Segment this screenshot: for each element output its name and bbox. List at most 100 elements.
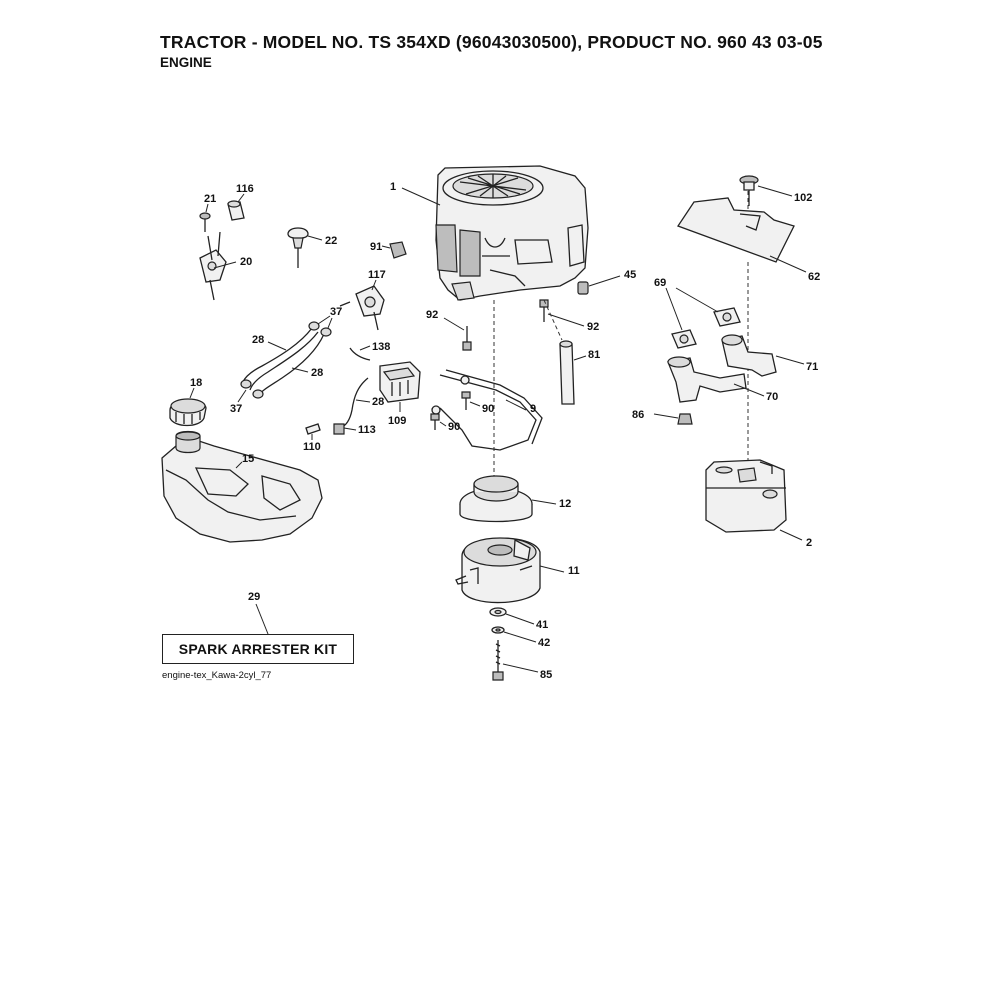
file-reference: engine-tex_Kawa-2cyl_77 — [162, 670, 272, 681]
part-number-20[interactable]: 20 — [240, 256, 252, 268]
part-number-41[interactable]: 41 — [536, 619, 548, 631]
leader-line — [401, 187, 441, 206]
part-number-28-lower[interactable]: 28 — [311, 367, 323, 379]
part-number-116[interactable]: 116 — [236, 183, 254, 195]
leader-line — [665, 287, 719, 331]
bolt-part[interactable] — [539, 299, 549, 322]
leader-line — [769, 255, 807, 273]
leader-line — [237, 389, 247, 403]
leader-line — [653, 413, 679, 419]
exhaust-pipe-part[interactable] — [667, 356, 747, 403]
part-number-45[interactable]: 45 — [624, 269, 636, 281]
part-number-18[interactable]: 18 — [190, 377, 202, 389]
leader-line — [359, 345, 371, 351]
part-number-9[interactable]: 9 — [530, 403, 536, 415]
bolt-part[interactable] — [462, 326, 472, 351]
exhaust-pipe-part[interactable] — [721, 334, 777, 377]
heat-shield-part[interactable] — [677, 197, 795, 263]
part-number-92-right[interactable]: 92 — [587, 321, 599, 333]
part-number-117[interactable]: 117 — [368, 269, 386, 281]
fuel-hose-part[interactable] — [339, 377, 369, 429]
part-number-28-upper[interactable]: 28 — [252, 334, 264, 346]
part-number-90-lower[interactable]: 90 — [448, 421, 460, 433]
fuel-valve-part[interactable] — [339, 285, 385, 331]
screw-part[interactable] — [739, 175, 759, 206]
part-number-91[interactable]: 91 — [370, 241, 382, 253]
part-number-28-pump[interactable]: 28 — [372, 396, 384, 408]
clutch-part[interactable] — [455, 537, 541, 604]
leader-line — [757, 185, 793, 197]
part-number-21[interactable]: 21 — [204, 193, 216, 205]
part-number-1[interactable]: 1 — [390, 181, 396, 193]
part-number-110[interactable]: 110 — [303, 441, 321, 453]
bolt-part[interactable] — [430, 413, 440, 430]
leader-line — [779, 529, 803, 541]
leader-line — [505, 399, 527, 411]
part-number-90-upper[interactable]: 90 — [482, 403, 494, 415]
knob-part[interactable] — [227, 200, 245, 221]
part-number-2[interactable]: 2 — [806, 537, 812, 549]
leader-line — [237, 193, 245, 203]
part-number-86[interactable]: 86 — [632, 409, 644, 421]
pulley-part[interactable] — [459, 475, 533, 523]
part-number-11[interactable]: 11 — [568, 565, 580, 577]
bracket-part[interactable] — [431, 369, 543, 451]
part-number-70[interactable]: 70 — [766, 391, 778, 403]
hose-clamp-part[interactable] — [240, 321, 332, 399]
part-number-102[interactable]: 102 — [794, 192, 812, 204]
part-number-37-upper[interactable]: 37 — [330, 306, 342, 318]
muffler-part[interactable] — [705, 459, 787, 533]
part-number-62[interactable]: 62 — [808, 271, 820, 283]
bolt-part[interactable] — [461, 391, 471, 410]
fuel-hose-part[interactable] — [349, 347, 371, 361]
leader-line — [291, 367, 309, 373]
leader-line — [443, 317, 465, 331]
washer-part[interactable] — [491, 626, 505, 634]
part-number-42[interactable]: 42 — [538, 637, 550, 649]
leader-line — [205, 203, 209, 213]
nut-part[interactable] — [677, 413, 693, 425]
bolt-part[interactable] — [492, 640, 504, 681]
leader-line — [733, 383, 765, 397]
fuel-cap-part[interactable] — [169, 398, 207, 427]
nut-part[interactable] — [389, 241, 407, 259]
leader-line — [381, 245, 391, 249]
assembly-center-line — [543, 299, 563, 341]
dipstick-tube-part[interactable] — [559, 340, 575, 405]
engine-connector-part[interactable] — [577, 281, 589, 295]
part-number-12[interactable]: 12 — [559, 498, 571, 510]
screw-part[interactable] — [199, 212, 211, 232]
page-subtitle: ENGINE — [160, 55, 212, 70]
fuel-tank-part[interactable] — [161, 430, 323, 543]
part-number-113[interactable]: 113 — [358, 424, 376, 436]
hose-fitting-part[interactable] — [333, 423, 345, 435]
washer-part[interactable] — [489, 607, 507, 617]
leader-line — [775, 355, 805, 365]
fuel-hose-part[interactable] — [241, 327, 319, 391]
part-number-92-left[interactable]: 92 — [426, 309, 438, 321]
leader-line — [588, 275, 621, 287]
leader-line — [531, 499, 557, 505]
part-number-138[interactable]: 138 — [372, 341, 390, 353]
leader-line — [469, 401, 481, 407]
part-number-85[interactable]: 85 — [540, 669, 552, 681]
part-number-29[interactable]: 29 — [248, 591, 260, 603]
dipstick-part[interactable] — [287, 227, 309, 268]
leader-line — [343, 427, 357, 431]
part-number-109[interactable]: 109 — [388, 415, 406, 427]
throttle-control-part[interactable] — [199, 231, 227, 301]
part-number-22[interactable]: 22 — [325, 235, 337, 247]
part-number-37-lower[interactable]: 37 — [230, 403, 242, 415]
fuel-pump-part[interactable] — [379, 361, 421, 403]
fuel-hose-part[interactable] — [257, 333, 325, 397]
part-number-69[interactable]: 69 — [654, 277, 666, 289]
leader-line — [505, 613, 535, 625]
gasket-part[interactable] — [713, 307, 741, 327]
part-number-81[interactable]: 81 — [588, 349, 600, 361]
fuel-filter-part[interactable] — [305, 423, 321, 435]
part-number-71[interactable]: 71 — [806, 361, 818, 373]
engine-part[interactable] — [435, 165, 589, 301]
gasket-part[interactable] — [671, 329, 697, 349]
part-number-15[interactable]: 15 — [242, 453, 254, 465]
